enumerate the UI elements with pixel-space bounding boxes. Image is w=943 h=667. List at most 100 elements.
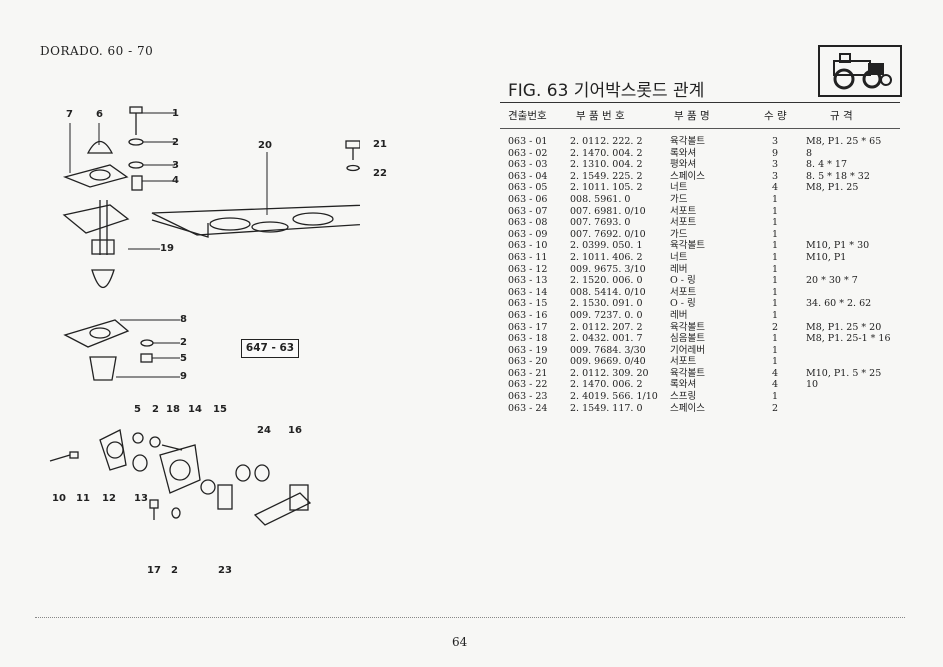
cell-part-no: 2. 1530. 091. 0 [570,298,643,310]
cell-spec: 10 [806,379,819,391]
label-15: 15 [213,404,227,415]
spacer-4 [131,175,143,191]
cell-part-no: 2. 1549. 225. 2 [570,170,643,182]
cell-part-name: 서포트 [670,217,697,229]
cell-qty: 9 [772,147,779,159]
label-2: 2 [172,137,179,148]
label-3: 3 [172,160,179,171]
cell-part-name: 서포트 [670,356,697,368]
cell-ref-no: 063 - 23 [508,391,548,403]
model-header: DORADO. 60 - 70 [40,44,154,58]
footer-rule [35,617,905,618]
cell-qty: 1 [772,356,779,368]
cell-part-name: O - 링 [670,298,696,310]
cell-ref-no: 063 - 08 [508,217,548,229]
cell-part-no: 008. 5414. 0/10 [570,286,646,298]
cell-part-no: 2. 0112. 207. 2 [570,321,643,333]
cell-part-no: 2. 0112. 309. 20 [570,367,649,379]
cell-qty: 2 [772,321,779,333]
cell-spec: 34. 60 * 2. 62 [806,298,872,310]
label-17: 17 [147,565,161,576]
cell-part-no: 2. 1470. 006. 2 [570,379,643,391]
col-spec: 규 격 [830,110,853,122]
figure-code-box: 647 - 63 [241,339,299,358]
cell-ref-no: 063 - 06 [508,193,548,205]
bolt-21 [345,140,361,149]
cell-ref-no: 063 - 16 [508,309,548,321]
cell-ref-no: 063 - 04 [508,170,548,182]
cell-part-name: 스프링 [670,391,697,403]
washer-3 [128,161,144,169]
label-7: 7 [66,109,73,120]
cell-qty: 4 [772,182,779,194]
title-rule [500,102,900,103]
cell-spec: 8. 5 * 18 * 32 [806,170,870,182]
cell-qty: 1 [772,217,779,229]
label-24: 24 [257,425,271,436]
cell-spec: M10, P1 * 30 [806,240,870,252]
lever-16 [253,492,312,526]
col-qty: 수 량 [764,110,787,122]
cell-qty: 1 [772,333,779,345]
cell-part-name: 육각볼트 [670,321,705,333]
cell-ref-no: 063 - 13 [508,275,548,287]
cell-spec: M10, P1. 5 * 25 [806,367,882,379]
cell-qty: 4 [772,379,779,391]
label-1: 1 [172,108,179,119]
cell-qty: 4 [772,367,779,379]
cell-part-name: 육각볼트 [670,240,705,252]
cell-spec: M8, P1. 25 [806,182,859,194]
cell-ref-no: 063 - 09 [508,228,548,240]
col-ref-no: 견출번호 [508,110,547,122]
label-20: 20 [258,140,272,151]
cell-ref-no: 063 - 22 [508,379,548,391]
nut-mid-5 [140,353,153,363]
cell-qty: 3 [772,136,779,147]
label-8: 8 [180,314,187,325]
cell-qty: 1 [772,391,779,403]
parts-drawing [49,106,434,526]
cell-part-name: 스페이스 [670,402,705,414]
cell-ref-no: 063 - 24 [508,402,548,414]
label-22: 22 [373,168,387,179]
tractor-logo [818,45,902,97]
cell-qty: 1 [772,344,779,356]
col-part-no: 부 품 번 호 [576,110,625,122]
cell-part-no: 007. 6981. 0/10 [570,205,646,217]
figure-title: FIG. 63 기어박스롯드 관계 [508,81,705,101]
cell-part-name: 가드 [670,193,688,205]
cell-ref-no: 063 - 11 [508,251,548,263]
cell-spec: M8, P1. 25 * 20 [806,321,882,333]
cell-qty: 3 [772,159,779,171]
cell-ref-no: 063 - 10 [508,240,548,252]
cell-qty: 1 [772,228,779,240]
spring-23 [217,484,233,510]
support-7 [62,164,129,188]
cell-ref-no: 063 - 12 [508,263,548,275]
cell-qty: 1 [772,251,779,263]
gear-lever-19 [62,204,130,234]
col-part-name: 부 품 명 [674,110,710,122]
cell-ref-no: 063 - 14 [508,286,548,298]
cell-part-no: 008. 5961. 0 [570,193,631,205]
cell-ref-no: 063 - 03 [508,159,548,171]
cell-qty: 1 [772,263,779,275]
label-19: 19 [160,243,174,254]
cell-part-name: 평와셔 [670,159,697,171]
support-14 [159,444,201,494]
cell-part-name: 육각볼트 [670,367,705,379]
cell-part-no: 2. 1310. 004. 2 [570,159,643,171]
label-9: 9 [180,371,187,382]
cell-part-no: 2. 1549. 117. 0 [570,402,643,414]
cell-part-name: 록와셔 [670,379,697,391]
cell-spec: M8, P1. 25-1 * 16 [806,333,891,345]
cell-ref-no: 063 - 07 [508,205,548,217]
tractor-icon [833,53,892,90]
cell-qty: 1 [772,309,779,321]
label-mid-5: 5 [180,353,187,364]
label-13: 13 [134,493,148,504]
label-16: 16 [288,425,302,436]
cell-qty: 1 [772,286,779,298]
cell-qty: 1 [772,240,779,252]
cell-part-name: O - 링 [670,275,696,287]
